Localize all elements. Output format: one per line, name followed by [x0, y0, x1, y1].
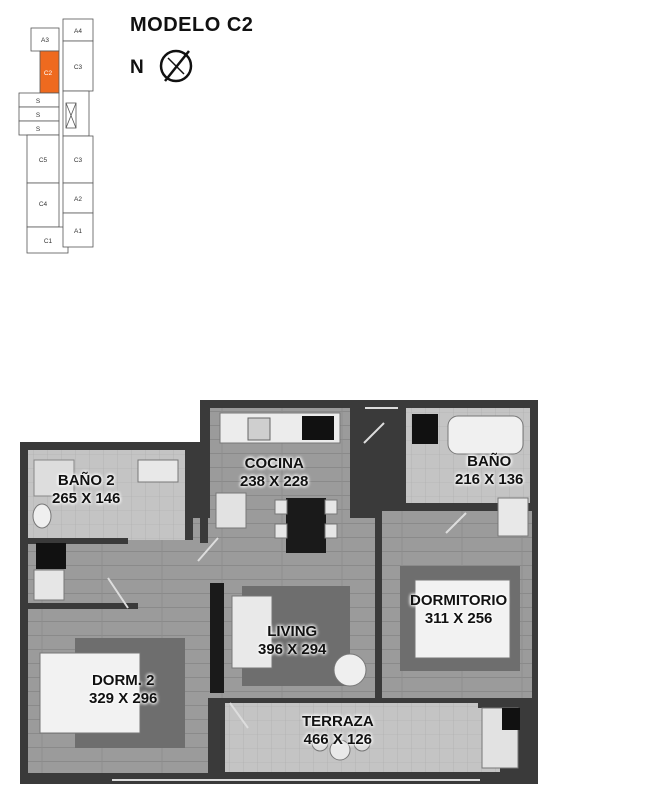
- floor-plan: [20, 400, 538, 784]
- bano2-name: BAÑO 2: [57, 472, 115, 489]
- sofa: [231, 595, 273, 669]
- key-label-a3: A3: [41, 37, 49, 44]
- toilet-bano2: [32, 503, 52, 529]
- closet-dark: [36, 543, 66, 569]
- armchair: [333, 653, 367, 687]
- key-label-c3-top: C3: [74, 64, 83, 71]
- room-label-cocina: COCINA 238 X 228: [240, 455, 308, 491]
- dorm2-dims: 329 X 296: [89, 690, 158, 707]
- key-label-c4: C4: [39, 201, 48, 208]
- key-plan: A3 A4 C2 C3 S S S C5 C3 C4 A2 C1 A1: [18, 18, 94, 254]
- terrace-dark-box: [502, 708, 520, 730]
- unit-c3-top: [62, 40, 94, 92]
- terraza-dims: 466 X 126: [303, 731, 373, 748]
- key-label-c3: C3: [74, 157, 83, 164]
- key-label-a2: A2: [74, 196, 82, 203]
- key-label-a4: A4: [74, 28, 82, 35]
- unit-c4: [26, 182, 60, 228]
- dormitorio-bed: [414, 579, 511, 659]
- room-label-dormitorio: DORMITORIO 311 X 256: [410, 592, 507, 628]
- dorm2-name: DORM. 2: [91, 672, 155, 689]
- key-label-c5: C5: [39, 157, 48, 164]
- vanity-bano2: [137, 459, 179, 483]
- key-label-s2: S: [36, 112, 41, 119]
- closet: [33, 569, 65, 601]
- terrace-chair-1: [311, 734, 329, 752]
- bano-name: BAÑO: [467, 453, 512, 470]
- unit-c5: [26, 134, 60, 184]
- key-label-c2: C2: [44, 70, 53, 77]
- room-label-bano: BAÑO 216 X 136: [455, 453, 523, 489]
- terrace-table: [329, 739, 351, 761]
- unit-c3: [62, 135, 94, 184]
- model-title: MODELO C2: [130, 14, 254, 36]
- key-label-a1: A1: [74, 228, 82, 235]
- shower-bano2: [33, 459, 75, 497]
- unit-a1: [62, 212, 94, 248]
- terrace-chair-2: [353, 734, 371, 752]
- terrace-appliance: [481, 707, 519, 769]
- cocina-dims: 238 X 228: [240, 473, 309, 490]
- dorm2-bed: [39, 652, 141, 734]
- room-label-dorm2: DORM. 2 329 X 296: [89, 672, 157, 708]
- dining-table: [286, 498, 326, 553]
- room-label-terraza: TERRAZA 466 X 126: [302, 713, 374, 749]
- vanity-bano: [497, 497, 529, 537]
- key-label-c1: C1: [44, 238, 53, 245]
- sink: [247, 417, 271, 441]
- north-compass-icon: [159, 49, 193, 83]
- room-label-living: LIVING 396 X 294: [258, 623, 326, 659]
- room-label-bano2: BAÑO 2 265 X 146: [52, 472, 120, 508]
- unit-a2: [62, 182, 94, 214]
- bano2-dims: 265 X 146: [52, 490, 121, 507]
- terraza-name: TERRAZA: [302, 713, 374, 730]
- key-label-s1: S: [36, 98, 41, 105]
- bano-dims: 216 X 136: [455, 471, 524, 488]
- tv-wall: [210, 583, 224, 693]
- cooktop: [302, 416, 334, 440]
- key-label-s3: S: [36, 126, 41, 133]
- bano-black-box: [412, 414, 438, 444]
- cocina-name: COCINA: [244, 455, 304, 472]
- living-name: LIVING: [267, 623, 318, 640]
- living-dims: 396 X 294: [258, 641, 327, 658]
- dormitorio-dims: 311 X 256: [424, 610, 493, 627]
- bathtub: [447, 415, 524, 455]
- kitchen-side-counter: [215, 492, 247, 529]
- dormitorio-name: DORMITORIO: [410, 592, 508, 609]
- north-label: N: [130, 57, 144, 78]
